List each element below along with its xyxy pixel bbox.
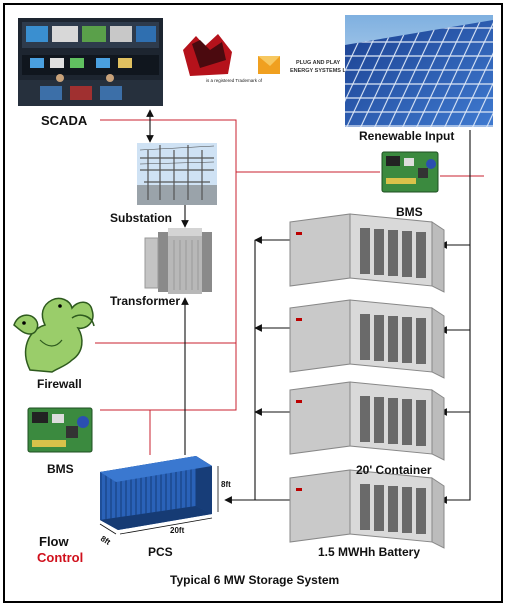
pcs-label: PCS: [148, 545, 173, 559]
transformer-image: [144, 228, 212, 294]
bms-board-top: [381, 151, 439, 193]
diagram-footer-title: Typical 6 MW Storage System: [170, 573, 340, 587]
control-label: Control: [37, 550, 84, 565]
firewall-label: Firewall: [37, 377, 82, 391]
battery-capacity-label: 1.5 MWHh Battery: [318, 545, 421, 559]
container-size-label: 20' Container: [356, 463, 432, 477]
renewable-input-label: Renewable Input: [359, 129, 455, 143]
substation-label: Substation: [110, 211, 172, 225]
battery-container-1: [289, 213, 445, 293]
bms-board-bottom: [27, 407, 93, 453]
scada-label: SCADA: [41, 113, 88, 128]
solar-panel-image: [345, 15, 493, 127]
firewall-hydra-image: [13, 297, 95, 373]
logo-caption: is a registered Trademark of: [206, 78, 263, 83]
bms-top-label: BMS: [396, 205, 423, 219]
substation-image: [137, 143, 217, 205]
brand-logo: is a registered Trademark of PLUG AND PL…: [183, 34, 353, 83]
pcs-height-dimension: 8ft: [221, 480, 231, 489]
red-control-lines: [95, 119, 484, 455]
battery-container-4: [289, 469, 445, 549]
pcs-width-dimension: 8ft: [99, 534, 112, 547]
battery-container-2: [289, 299, 445, 379]
transformer-label: Transformer: [110, 294, 181, 308]
scada-image: [18, 18, 163, 106]
pcs-container-image: 8ft 20ft 8ft: [99, 456, 231, 547]
flow-label: Flow: [39, 534, 69, 549]
pcs-length-dimension: 20ft: [170, 526, 185, 535]
logo-company-line1: PLUG AND PLAY: [296, 60, 341, 66]
battery-container-3: [289, 381, 445, 461]
logo-company-line2: ENERGY SYSTEMS LLC: [290, 68, 353, 74]
bms-bottom-label: BMS: [47, 462, 74, 476]
